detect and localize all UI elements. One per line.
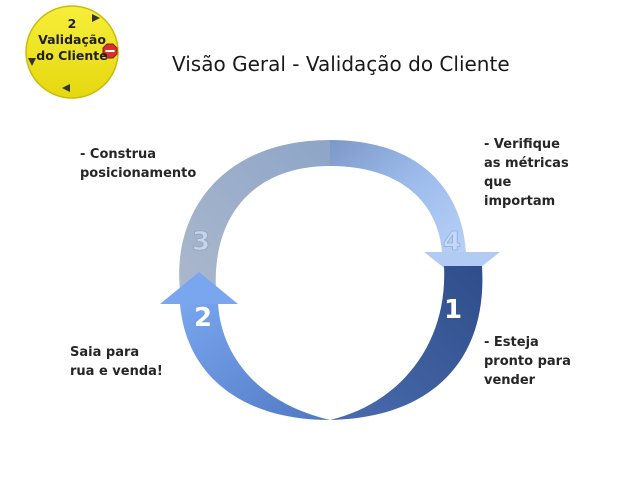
arc-step-3 [179,140,330,290]
badge-line-2: do Cliente [36,48,108,63]
step-4-line-1: - Verifique [484,137,560,152]
step-3-text: - Construa posicionamento [80,145,196,183]
badge-label: 2 Validação do Cliente [28,16,116,64]
badge-line-1: Validação [38,32,106,47]
badge-arrow-icon [92,14,100,22]
badge-number: 2 [67,16,77,31]
step-2-line-2: rua e venda! [70,364,163,379]
arc-step-4 [330,140,466,252]
slide-title: Visão Geral - Validação do Cliente [172,52,510,76]
step-number-3: 3 [192,227,210,257]
arc-step-1 [330,266,483,420]
step-4-text: - Verifique as métricas que importam [484,135,569,211]
badge [25,5,119,99]
step-4-line-3: que [484,175,512,190]
step-1-line-2: pronto para [484,354,571,369]
step-4-line-4: importam [484,194,556,209]
step-2-line-1: Saia para [70,345,140,360]
badge-arrow-icon [28,58,36,66]
step-1-line-3: vender [484,373,536,388]
step-number-2: 2 [194,303,212,333]
step-3-line-1: - Construa [80,147,157,162]
step-1-line-1: - Esteja [484,335,539,350]
arrow-head-2 [160,272,238,304]
stop-sign-icon [102,43,118,59]
step-3-line-2: posicionamento [80,166,197,181]
step-4-line-2: as métricas [484,156,569,171]
arc-step-2 [180,304,330,420]
step-1-text: - Esteja pronto para vender [484,333,571,390]
step-number-4: 4 [443,227,461,257]
step-2-text: Saia para rua e venda! [70,343,163,381]
step-number-1: 1 [444,295,462,325]
badge-arrow-icon [62,84,70,92]
